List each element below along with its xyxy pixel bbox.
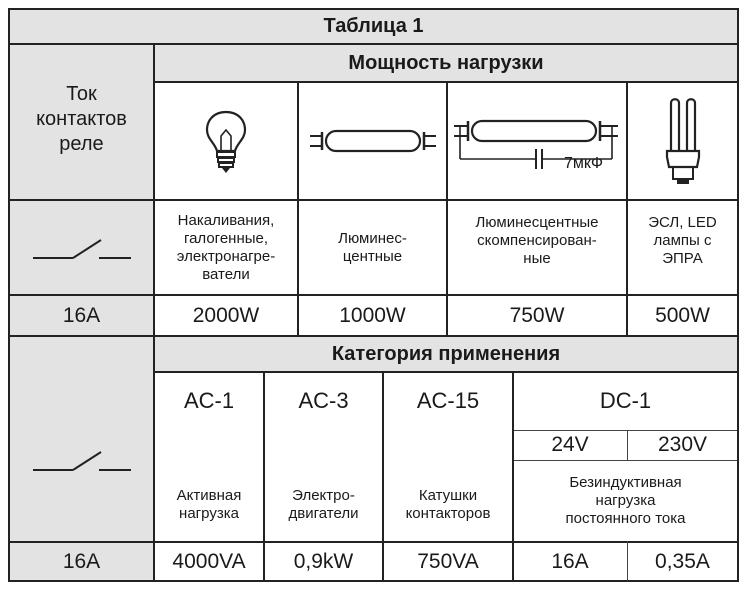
line-under-dc1 xyxy=(513,430,739,431)
load-type-esl-led: ЭСЛ, LED лампы с ЭПРА xyxy=(648,214,717,267)
line-dc-value-split xyxy=(627,541,628,581)
category-value-ac3: 0,9kW xyxy=(293,549,354,573)
category-header-band xyxy=(154,336,738,372)
load-type-compensated: Люминесцентные скомпенсирован- ные xyxy=(475,214,599,267)
category-dc1: DC-1 xyxy=(599,388,652,413)
incandescent-bulb-icon xyxy=(154,82,298,200)
power-value-esl-led: 500W xyxy=(655,303,710,327)
power-value-incandescent: 2000W xyxy=(192,303,260,327)
left-column-band-bottom xyxy=(9,336,154,581)
line-cat-col4 xyxy=(512,371,514,582)
category-desc-ac1: Активная нагрузка xyxy=(176,487,242,522)
line-under-load-types xyxy=(8,294,739,296)
line-under-icons xyxy=(8,199,739,201)
cfl-lamp-icon xyxy=(627,82,738,200)
row1-current: 16A xyxy=(62,303,101,327)
title-band xyxy=(9,9,738,44)
category-value-ac1: 4000VA xyxy=(172,549,246,573)
power-header: Мощность нагрузки xyxy=(348,51,544,74)
line-cat-col3 xyxy=(382,371,384,582)
left-column-band-top xyxy=(9,44,154,336)
category-ac3: AC-3 xyxy=(298,388,349,413)
dc-voltage-230v: 230V xyxy=(657,433,708,456)
category-ac15: AC-15 xyxy=(416,388,480,413)
category-desc-ac3: Электро- двигатели xyxy=(288,487,359,522)
category-ac1: AC-1 xyxy=(183,388,235,413)
border-left xyxy=(8,8,10,582)
line-col3-top xyxy=(446,81,448,336)
line-col4-top xyxy=(626,81,628,336)
border-top xyxy=(8,8,739,10)
line-dc-voltage-split xyxy=(627,430,628,461)
line-col2-top xyxy=(297,81,299,336)
power-header-band xyxy=(154,44,738,82)
line-under-category-header xyxy=(154,371,739,373)
load-type-incandescent: Накаливания, галогенные, электронагре- в… xyxy=(176,211,276,283)
line-above-category-values xyxy=(8,541,739,543)
current-header: Ток контактов реле xyxy=(36,83,127,155)
load-type-fluorescent: Люминес- центные xyxy=(338,229,407,265)
category-desc-dc1: Безиндуктивная нагрузка постоянного тока xyxy=(565,474,686,527)
category-value-dc24: 16A xyxy=(551,549,589,573)
line-cat-col2 xyxy=(263,371,265,582)
fluorescent-tube-icon xyxy=(298,82,447,200)
dc-voltage-24v: 24V xyxy=(551,433,589,456)
line-under-title xyxy=(8,43,739,45)
line-left-column xyxy=(153,43,155,582)
relay-contact-icon xyxy=(9,200,154,295)
category-value-dc230: 0,35A xyxy=(655,549,710,573)
border-bottom xyxy=(8,580,739,582)
line-under-power-values xyxy=(8,335,739,337)
compensated-fluorescent-icon xyxy=(447,82,627,200)
relay-contact-icon-2 xyxy=(9,420,154,500)
category-header: Категория применения xyxy=(331,342,561,365)
border-right xyxy=(737,8,739,582)
capacitor-label: 7мкФ xyxy=(563,155,604,172)
power-value-compensated: 750W xyxy=(509,303,565,327)
category-desc-ac15: Катушки контакторов xyxy=(405,487,491,522)
category-value-ac15: 750VA xyxy=(417,549,479,573)
row2-current: 16A xyxy=(62,549,101,573)
line-under-dc-voltages xyxy=(513,460,739,461)
power-value-fluorescent: 1000W xyxy=(339,303,406,327)
table-title: Таблица 1 xyxy=(323,15,424,37)
